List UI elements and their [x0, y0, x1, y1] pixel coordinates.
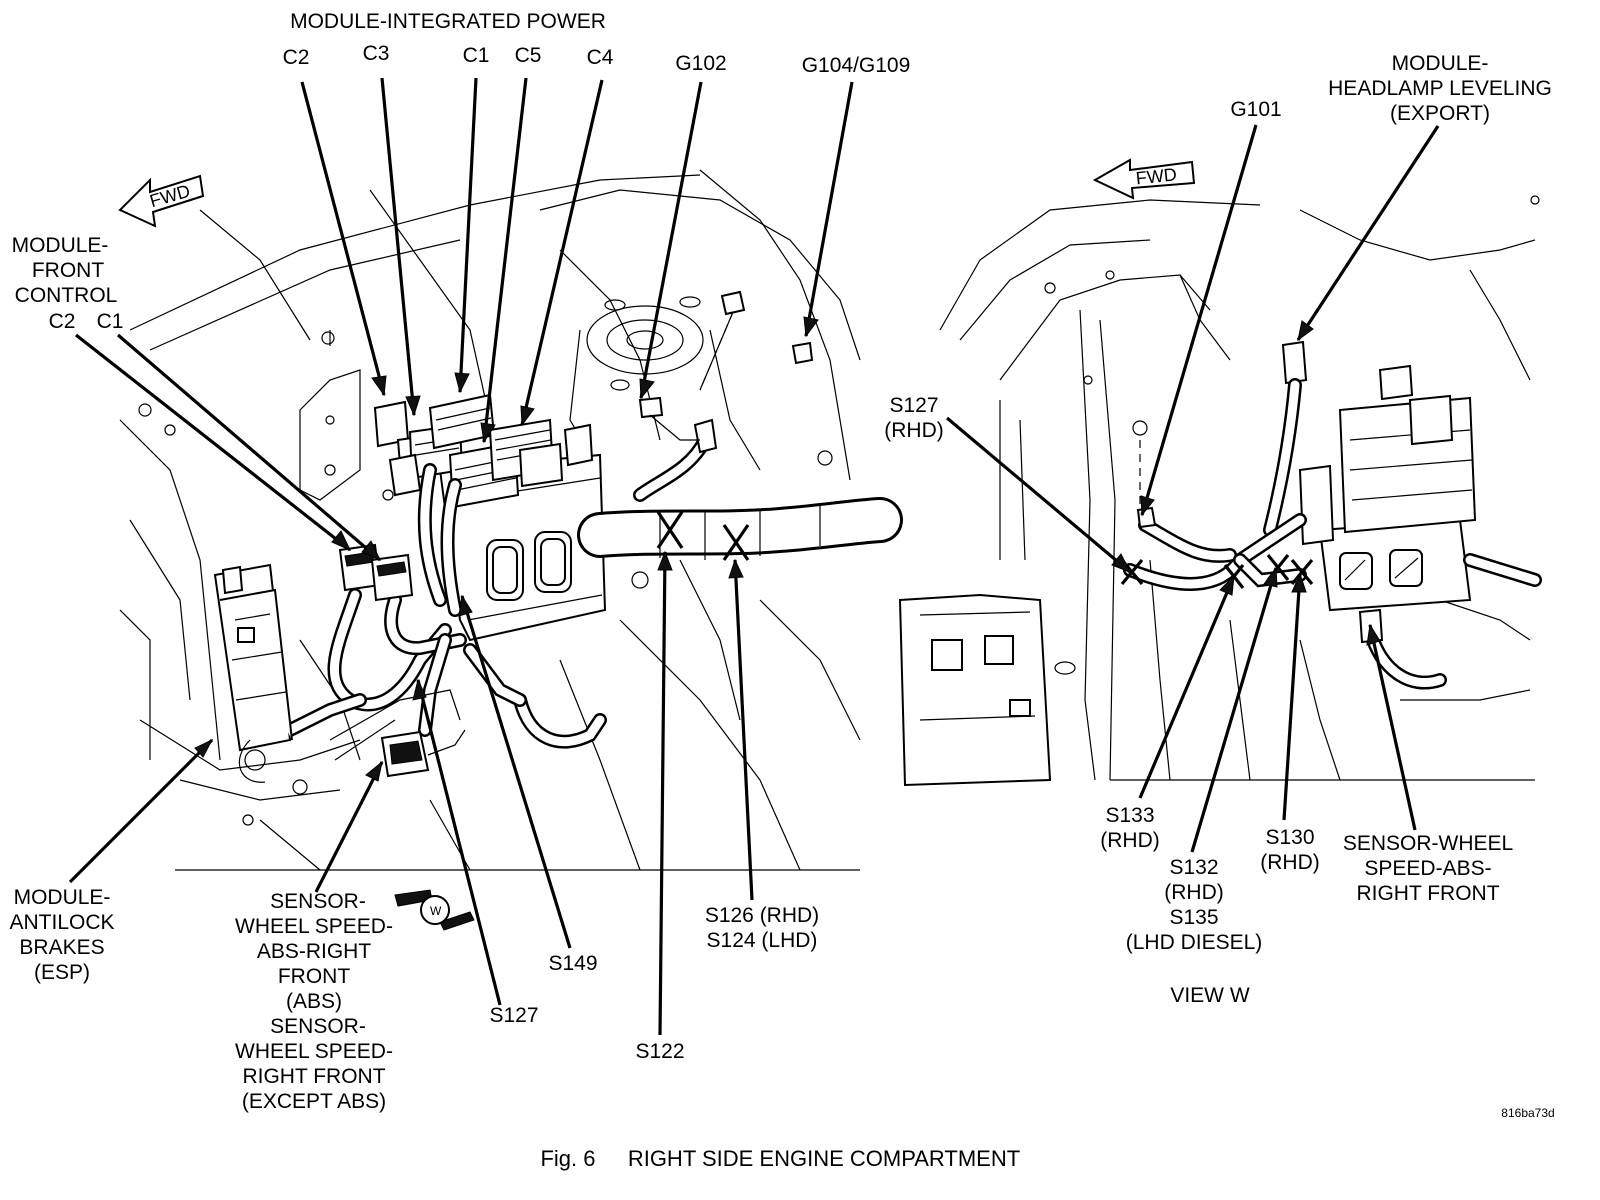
label-sensor-abs-3: ABS-RIGHT: [257, 940, 372, 963]
label-ipm-c4: C4: [587, 46, 614, 69]
label-s130-1: S130: [1265, 826, 1314, 849]
label-sensor-abs-7: WHEEL SPEED-: [235, 1040, 393, 1063]
view-w-marker-letter: W: [430, 904, 442, 918]
caption-title: RIGHT SIDE ENGINE COMPARTMENT: [628, 1146, 1020, 1171]
label-s124-lhd: S124 (LHD): [707, 929, 818, 952]
label-module-front-control-3: CONTROL: [15, 284, 118, 307]
label-s130-2: (RHD): [1260, 851, 1319, 874]
wheel-speed-sensor-connector: [329, 689, 466, 778]
label-sensor-abs-4: FRONT: [278, 965, 350, 988]
label-sensor-wheel-speed-rf-2: SPEED-ABS-: [1364, 857, 1491, 880]
label-s149: S149: [548, 952, 597, 975]
label-g101: G101: [1230, 98, 1281, 121]
leader-lines: [68, 77, 1440, 1036]
label-s132: S132: [1169, 856, 1218, 879]
label-s132-rhd: (RHD): [1164, 881, 1223, 904]
leader-arrowheads: [194, 316, 1381, 782]
label-module-antilock-brakes-2: ANTILOCK: [9, 911, 114, 934]
label-ipm-c3: C3: [363, 42, 390, 65]
label-sensor-abs-2: WHEEL SPEED-: [235, 915, 393, 938]
label-s135-lhd-diesel: (LHD DIESEL): [1126, 931, 1263, 954]
label-module-antilock-brakes-1: MODULE-: [14, 886, 111, 909]
label-sensor-wheel-speed-rf-3: RIGHT FRONT: [1356, 882, 1499, 905]
label-s127: S127: [489, 1004, 538, 1027]
abs-module: [213, 563, 293, 783]
label-module-antilock-brakes-3: BRAKES: [19, 936, 104, 959]
figure-id: 816ba73d: [1501, 1106, 1554, 1120]
fwd-arrow-right: FWD: [1092, 158, 1196, 200]
label-s122: S122: [635, 1040, 684, 1063]
integrated-power-module: [373, 393, 607, 642]
label-ipm-c2: C2: [283, 46, 310, 69]
label-module-integrated-power: MODULE-INTEGRATED POWER: [290, 10, 606, 33]
main-harness: [577, 290, 903, 561]
label-fcm-c1: C1: [97, 310, 124, 333]
label-sensor-abs-1: SENSOR-: [270, 890, 366, 913]
label-sensor-abs-6: SENSOR-: [270, 1015, 366, 1038]
fcm-wiring: [283, 463, 607, 749]
label-module-front-control-2: FRONT: [32, 259, 104, 282]
right-view-artwork: [898, 195, 1542, 787]
label-s127-rhd-1: S127: [889, 394, 938, 417]
callout-labels: MODULE-INTEGRATED POWER C2 C3 C1 C5 C4 G…: [9, 10, 1551, 1113]
label-s133-1: S133: [1105, 804, 1154, 827]
label-ipm-c5: C5: [515, 44, 542, 67]
label-s135: S135: [1169, 906, 1218, 929]
caption-number: Fig. 6: [540, 1146, 595, 1171]
label-module-front-control-1: MODULE-: [12, 234, 109, 257]
label-module-antilock-brakes-4: (ESP): [34, 961, 90, 984]
label-g102: G102: [675, 52, 726, 75]
view-w-marker: W: [394, 889, 475, 931]
label-sensor-abs-9: (EXCEPT ABS): [242, 1090, 386, 1113]
label-s126-rhd: S126 (RHD): [705, 904, 819, 927]
label-view-w: VIEW W: [1170, 984, 1250, 1007]
label-module-headlamp-leveling-3: (EXPORT): [1390, 102, 1490, 125]
label-fcm-c2: C2: [49, 310, 76, 333]
label-g104-g109: G104/G109: [802, 54, 911, 77]
fwd-label-right: FWD: [1135, 164, 1178, 188]
label-sensor-wheel-speed-rf-1: SENSOR-WHEEL: [1343, 832, 1513, 855]
label-module-headlamp-leveling-1: MODULE-: [1392, 52, 1489, 75]
label-s127-rhd-2: (RHD): [884, 419, 943, 442]
label-sensor-abs-5: (ABS): [286, 990, 342, 1013]
label-module-headlamp-leveling-2: HEADLAMP LEVELING: [1328, 77, 1552, 100]
label-ipm-c1: C1: [463, 44, 490, 67]
label-sensor-abs-8: RIGHT FRONT: [242, 1065, 385, 1088]
fwd-arrow-left: FWD: [118, 174, 205, 228]
label-s133-2: (RHD): [1100, 829, 1159, 852]
